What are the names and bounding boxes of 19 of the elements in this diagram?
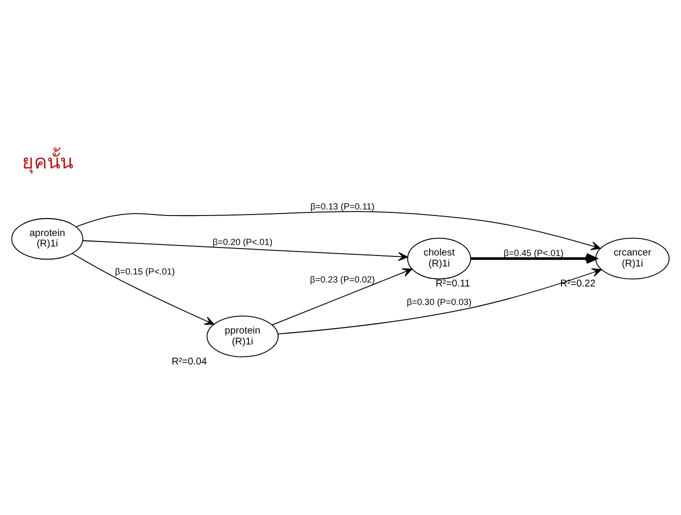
- arrow: [72, 253, 214, 325]
- edge-label: β=0.30 (P=0.03): [406, 297, 472, 308]
- arrow: [272, 268, 412, 326]
- node-label: R²=0.11: [436, 278, 470, 290]
- node-label: R²=0.22: [560, 278, 596, 290]
- node-ellipse: cholest (R)1i: [407, 238, 472, 280]
- node-ellipse: pprotein (R)1i: [206, 316, 279, 358]
- edge-label: β=0.13 (P=0.11): [310, 201, 375, 212]
- edge-label: β=0.20 (P<.01): [212, 237, 272, 248]
- edge-label: β=0.23 (P=0.02): [310, 274, 375, 285]
- node-label: R²=0.04: [172, 356, 207, 368]
- arrow: [470, 253, 597, 264]
- edge-label: β=0.45 (P<.01): [504, 248, 564, 258]
- node-ellipse: crcancer (R)1i: [595, 238, 670, 280]
- arrow: [82, 240, 408, 262]
- arrow: [75, 211, 601, 250]
- arrow: [278, 268, 602, 334]
- edge-label: β=0.15 (P<.01): [115, 266, 175, 277]
- node-ellipse: aprotein (R)1i: [11, 218, 84, 260]
